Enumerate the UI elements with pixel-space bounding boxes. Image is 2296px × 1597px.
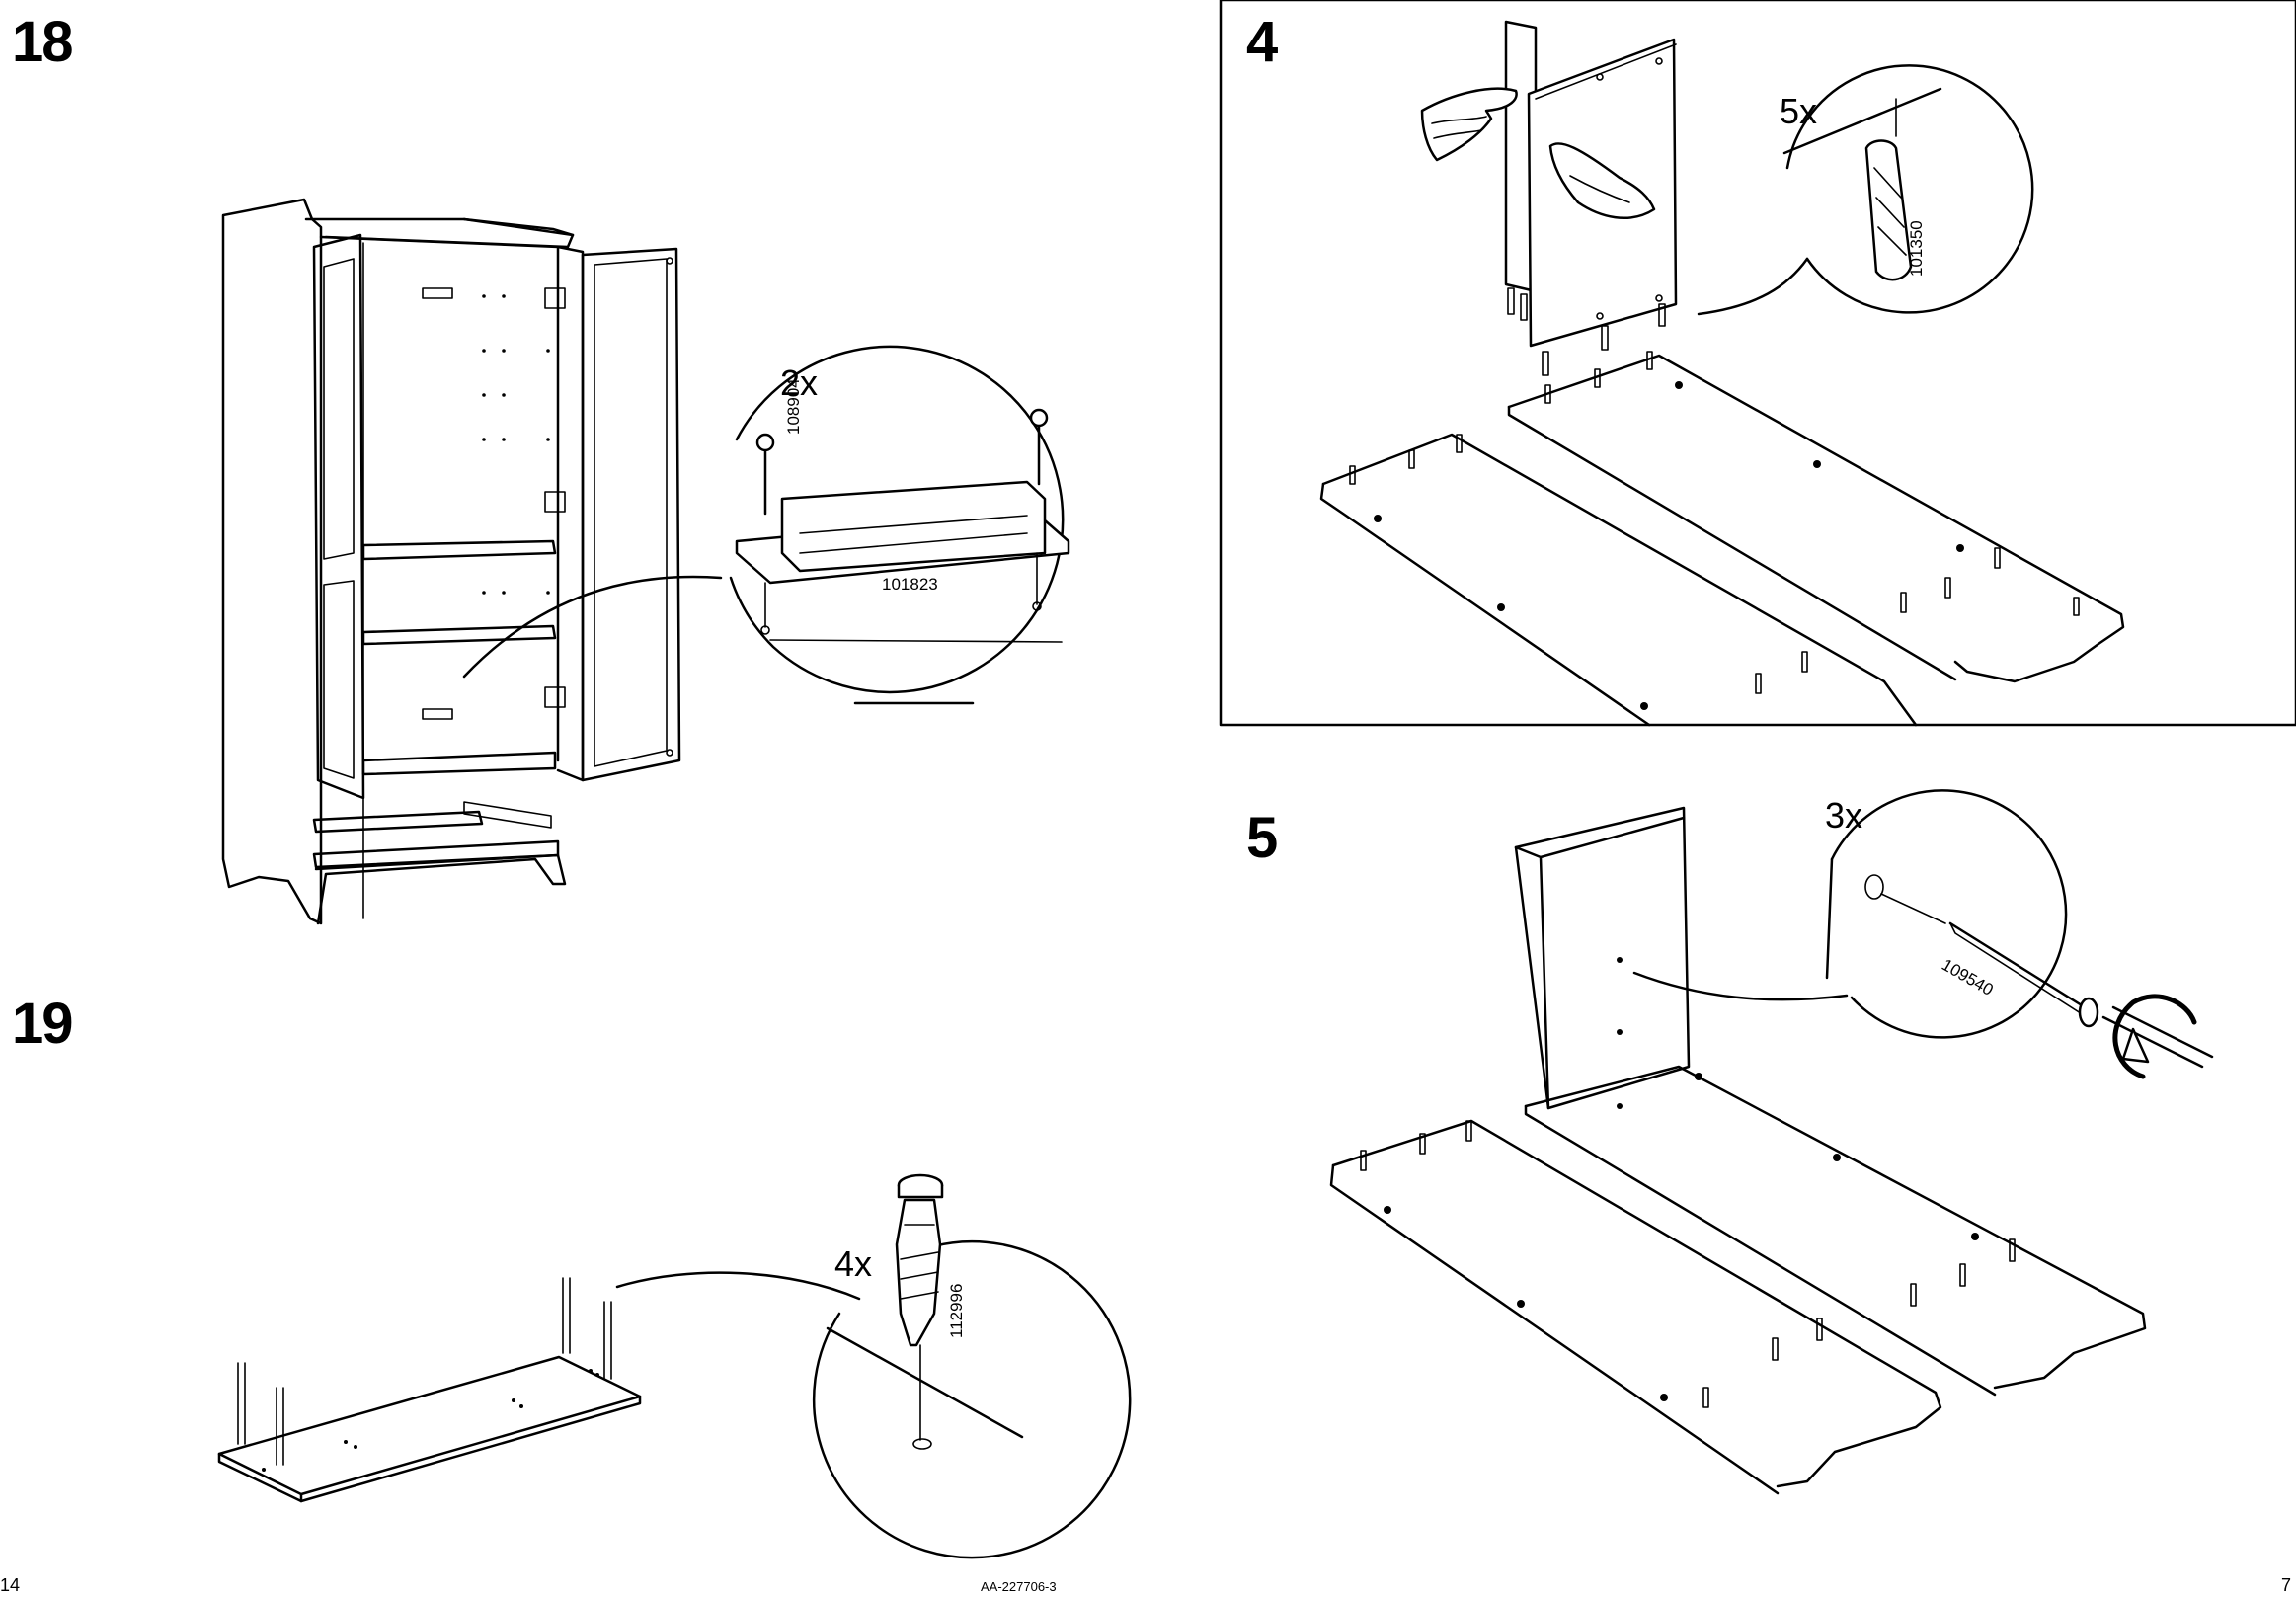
rotate-arrow-icon xyxy=(2112,994,2197,1079)
screw-detail-callout xyxy=(1632,789,2099,1039)
screwdriver-icon xyxy=(2101,1005,2214,1069)
quantity-label: 2x xyxy=(780,362,819,403)
part-number-cam-bolt: 112996 xyxy=(947,1283,966,1338)
step-number-5: 5 xyxy=(1246,806,1278,870)
shelf-board-illustration xyxy=(217,1277,642,1503)
cam-bolt-detail-callout xyxy=(615,1173,1132,1559)
bottom-boards-illustration xyxy=(1319,351,2125,727)
dowel-detail-callout xyxy=(1697,64,2034,316)
pointing-hand-icon xyxy=(1420,87,1518,162)
assembled-panel-illustration xyxy=(1329,806,2147,1495)
part-number-catch: 101823 xyxy=(882,575,938,594)
step-number-4: 4 xyxy=(1246,10,1278,74)
step-number-18: 18 xyxy=(12,10,73,74)
page-number-right: 7 xyxy=(2281,1575,2292,1595)
part-number-dowel: 101350 xyxy=(1907,220,1926,277)
quantity-label: 3x xyxy=(1825,795,1863,836)
document-code: AA-227706-3 xyxy=(981,1579,1057,1594)
quantity-label: 4x xyxy=(834,1243,873,1284)
step-number-19: 19 xyxy=(12,992,73,1056)
step4-frame xyxy=(1219,0,2296,727)
cabinet-illustration xyxy=(221,198,681,925)
page-number-left: 14 xyxy=(0,1575,21,1595)
part-number-screw: 108904 xyxy=(784,378,803,435)
quantity-label: 5x xyxy=(1780,91,1818,131)
pointing-hand-icon xyxy=(1548,142,1656,220)
catch-detail-callout xyxy=(462,345,1070,705)
